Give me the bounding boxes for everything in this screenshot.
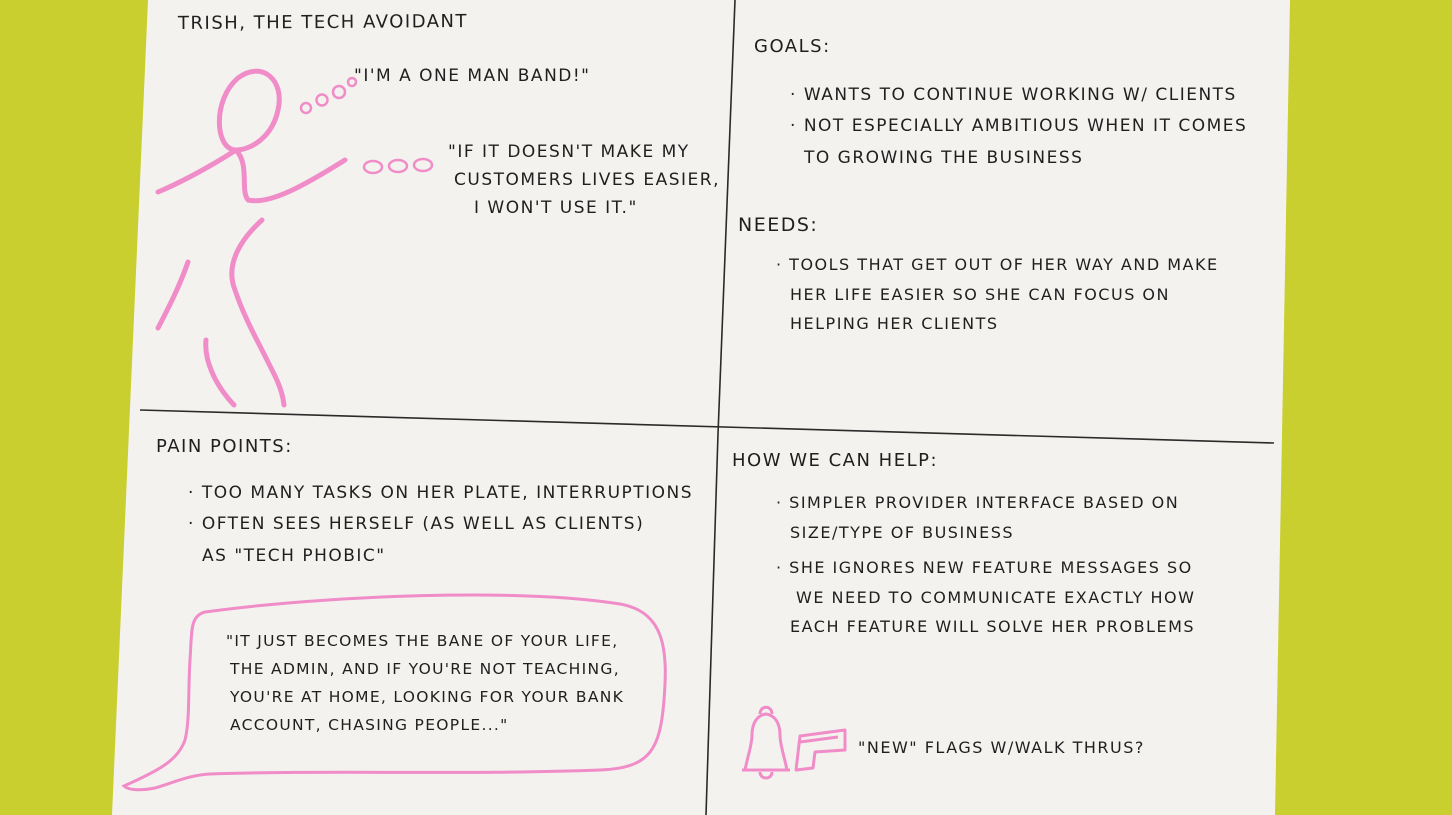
quote-line: I won't use it.": [474, 198, 638, 219]
help-item-continued: size/type of business: [790, 522, 1015, 542]
help-list: · Simpler provider interface based on si…: [776, 488, 1195, 642]
needs-list: · Tools that get out of her way and make…: [776, 250, 1219, 339]
goals-list: · Wants to continue working w/ clients ·…: [790, 80, 1247, 174]
quote-line: customers lives easier,: [454, 170, 720, 191]
needs-heading: Needs:: [738, 214, 819, 236]
bubble-quote-line: "It just becomes the bane of your life,: [226, 632, 619, 650]
help-item-continued: each feature will solve her problems: [790, 617, 1196, 637]
thought-dots: [299, 76, 434, 175]
divider-vertical-bottom: [705, 433, 719, 815]
bell-icon: [742, 705, 790, 780]
pain-point-item: · Too many tasks on her plate, interrupt…: [188, 483, 694, 503]
flag-note: "New" flags w/walk thrus?: [858, 738, 1145, 757]
bubble-quote-line: account, chasing people...": [230, 715, 509, 734]
quote-line: "If it doesn't make my: [448, 142, 690, 162]
bubble-quote-line: you're at home, looking for your bank: [230, 687, 625, 706]
bubble-quote-line: the admin, and if you're not teaching,: [230, 659, 620, 678]
goals-heading: Goals:: [754, 36, 831, 57]
need-item-continued: her life easier so she can focus on: [790, 284, 1170, 304]
pain-point-item: · Often sees herself (as well as clients…: [188, 514, 645, 535]
paper-surface: [112, 0, 1290, 815]
pain-points-list: · Too many tasks on her plate, interrupt…: [188, 478, 693, 572]
flag-icon: [794, 728, 847, 772]
goal-item: · Wants to continue working w/ clients: [790, 85, 1237, 105]
goal-item-continued: to growing the business: [804, 147, 1084, 168]
speech-bubble: [121, 593, 667, 792]
pain-point-item-continued: as "tech phobic": [202, 545, 386, 566]
help-item: · She ignores new feature messages so: [776, 558, 1193, 578]
help-item-continued: we need to communicate exactly how: [796, 587, 1196, 607]
stick-figure-icon: [155, 68, 348, 408]
goal-item: · Not especially ambitious when it comes: [790, 116, 1248, 137]
quote-one-man-band: "I'm a one man band!": [354, 66, 591, 86]
divider-vertical-top: [717, 0, 736, 435]
help-heading: How we can help:: [732, 450, 939, 471]
pain-points-heading: Pain Points:: [156, 436, 293, 457]
quote-customers: "If it doesn't make my customers lives e…: [448, 138, 720, 222]
divider-horizontal: [139, 409, 1275, 444]
need-item-continued: helping her clients: [790, 314, 999, 334]
help-item: · Simpler provider interface based on: [776, 493, 1180, 512]
bubble-quote: "It just becomes the bane of your life, …: [226, 628, 624, 740]
need-item: · Tools that get out of her way and make: [776, 255, 1219, 274]
persona-title: Trish, the Tech Avoidant: [177, 10, 469, 35]
